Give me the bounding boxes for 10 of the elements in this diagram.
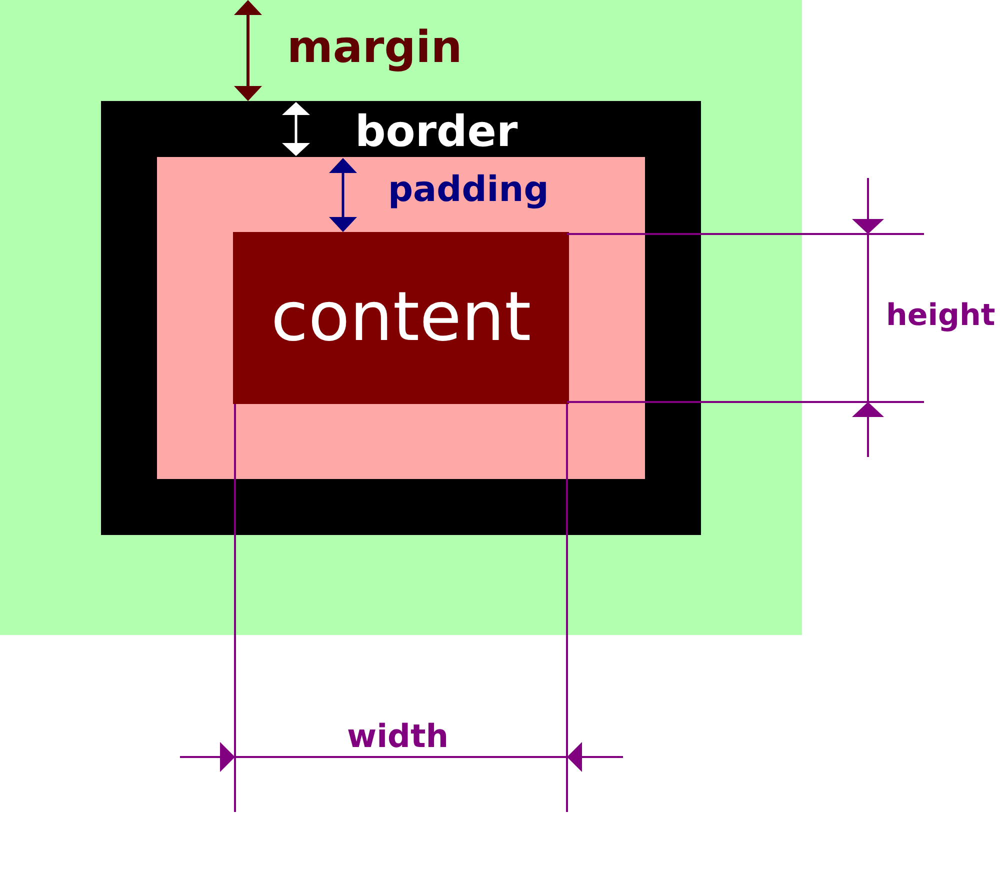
border-area bbox=[101, 101, 701, 535]
margin-label: margin bbox=[287, 26, 462, 70]
padding-label: padding bbox=[388, 173, 549, 208]
margin-area bbox=[0, 0, 802, 635]
dimension-label: width bbox=[347, 720, 449, 752]
border-label: border bbox=[355, 111, 518, 154]
content-box bbox=[233, 232, 569, 404]
dimension-label: height bbox=[886, 301, 996, 331]
content-label: content bbox=[270, 284, 532, 352]
padding-area bbox=[157, 157, 645, 479]
